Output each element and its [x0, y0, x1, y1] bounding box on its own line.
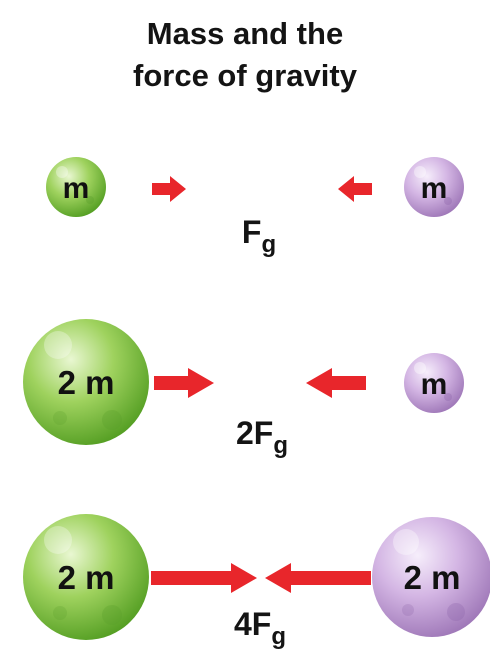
force-label: Fg [241, 214, 277, 258]
arrow-right-icon [151, 563, 257, 593]
mass-sphere-green: m [46, 157, 106, 217]
row-2: 2 m m [23, 319, 464, 445]
row-1: m m [46, 157, 464, 217]
diagram-title-line-1: Mass and the [146, 16, 344, 51]
mass-sphere-purple: 2 m [372, 517, 490, 637]
mass-label: 2 m [58, 559, 115, 596]
mass-label: 2 m [58, 364, 115, 401]
mass-label: 2 m [404, 559, 461, 596]
force-label: 2Fg [235, 415, 289, 459]
mass-sphere-purple: m [404, 353, 464, 413]
mass-sphere-green: 2 m [23, 514, 149, 640]
row-3: 2 m 2 m [23, 514, 490, 640]
mass-sphere-green: 2 m [23, 319, 149, 445]
arrow-left-icon [306, 368, 366, 398]
diagram-title-line-2: force of gravity [133, 58, 357, 93]
arrow-right-icon [152, 176, 186, 202]
mass-sphere-purple: m [404, 157, 464, 217]
force-label: 4Fg [233, 606, 287, 650]
mass-label: m [63, 172, 90, 205]
arrow-right-icon [154, 368, 214, 398]
arrow-left-icon [265, 563, 371, 593]
arrow-left-icon [338, 176, 372, 202]
mass-label: m [421, 172, 448, 205]
mass-label: m [421, 368, 448, 401]
